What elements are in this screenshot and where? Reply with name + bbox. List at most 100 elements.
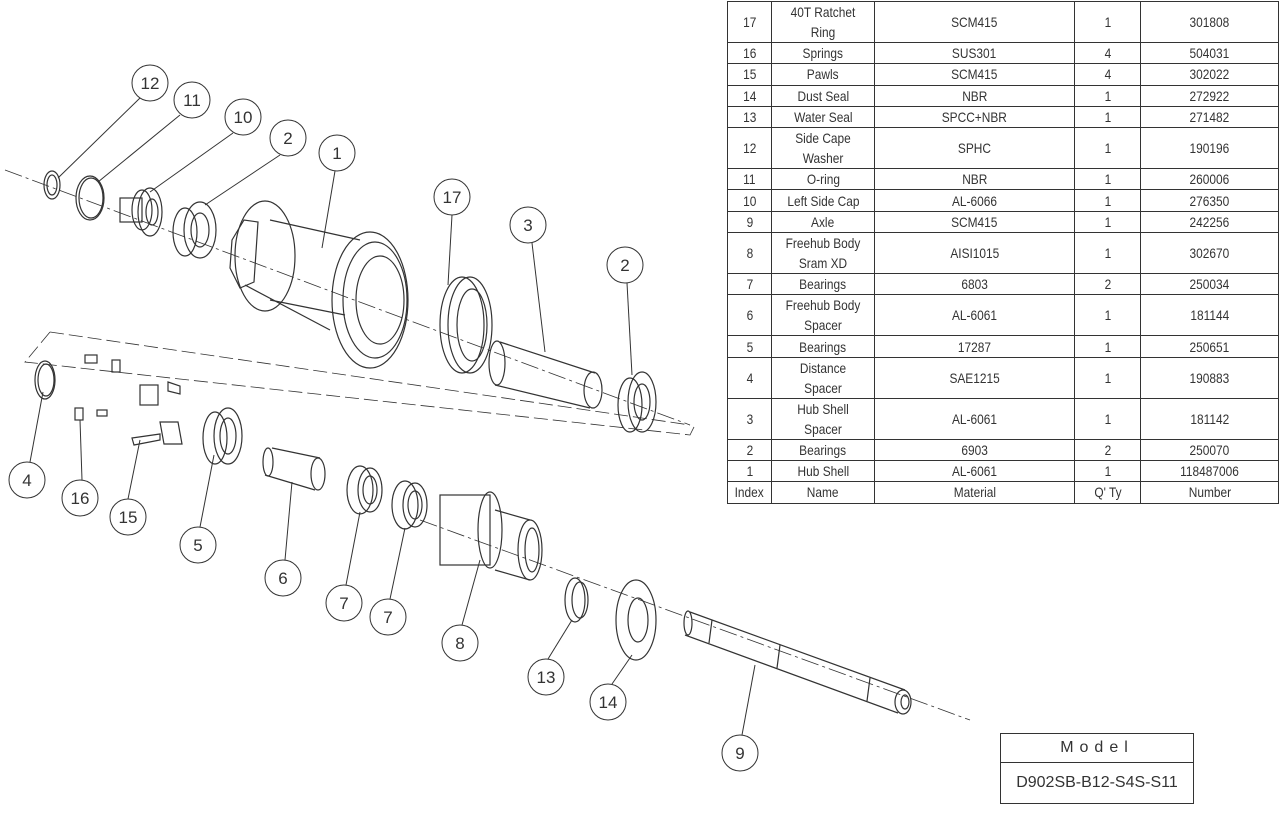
cell-text: 302022 (1189, 66, 1230, 83)
table-cell: SPCC+NBR (874, 105, 1075, 129)
cell-text: 190196 (1189, 140, 1230, 157)
cell-text: 40T Ratchet Ring (790, 4, 856, 40)
table-cell: 4 (727, 356, 772, 399)
pawls-part (131, 381, 183, 446)
cell-text: Freehub Body Spacer (785, 297, 861, 334)
table-cell: 6803 (874, 273, 1075, 296)
table-cell: Material (874, 481, 1075, 504)
table-cell: 504031 (1140, 41, 1279, 65)
cell-text: SCM415 (951, 14, 998, 30)
cell-text: Pawls (807, 66, 839, 83)
cell-text: 301808 (1189, 14, 1230, 30)
svg-text:10: 10 (234, 108, 253, 127)
table-cell: Pawls (771, 63, 875, 86)
table-row: 9 Axle SCM415 1 242256 (727, 210, 1279, 234)
table-cell: 2 (727, 438, 772, 461)
cell-text: 250651 (1189, 338, 1230, 355)
cell-text: Water Seal (793, 109, 853, 126)
table-cell: AL-6061 (874, 459, 1075, 483)
cell-text: AISI1015 (950, 245, 999, 262)
cell-text: NBR (961, 171, 988, 188)
cell-text: 12 (742, 140, 757, 157)
cell-text: 15 (742, 66, 757, 83)
cell-text: SAE1215 (949, 369, 1000, 386)
table-cell: AISI1015 (874, 232, 1075, 275)
cell-text: 1 (1104, 213, 1111, 230)
table-cell: 6903 (874, 438, 1075, 461)
table-cell: 1 (1074, 1, 1141, 43)
svg-text:17: 17 (443, 188, 462, 207)
table-cell: 250651 (1140, 335, 1279, 358)
cell-text: Axle (811, 213, 835, 230)
table-cell: SCM415 (874, 210, 1075, 234)
table-cell: Hub Shell Spacer (771, 397, 875, 440)
cell-text: Number (1188, 484, 1231, 501)
svg-text:2: 2 (283, 129, 292, 148)
cell-text: 1 (746, 463, 753, 480)
table-cell: 1 (727, 459, 772, 483)
cell-text: 5 (746, 338, 753, 355)
table-cell: SCM415 (874, 63, 1075, 86)
bearing-right-part (617, 371, 657, 433)
table-cell: 190883 (1140, 356, 1279, 399)
table-cell: 1 (1074, 459, 1141, 483)
table-cell: NBR (874, 168, 1075, 191)
cell-text: Hub Shell Spacer (797, 400, 849, 437)
table-cell: 271482 (1140, 105, 1279, 129)
svg-text:16: 16 (71, 489, 90, 508)
table-cell: 1 (1074, 232, 1141, 275)
cell-text: 3 (746, 410, 753, 427)
callout-3: 3 (509, 206, 547, 244)
hub-shell-part (229, 200, 409, 369)
cell-text: 4 (1104, 45, 1111, 62)
table-cell: 260006 (1140, 168, 1279, 191)
cell-text: 11 (743, 171, 756, 188)
table-cell: 1 (1074, 356, 1141, 399)
cell-text: NBR (961, 87, 988, 104)
side-cape-washer-part (43, 170, 61, 200)
cell-text: 1 (1104, 410, 1111, 427)
table-cell: Side Cape Washer (771, 127, 875, 170)
left-side-cap-part (119, 187, 163, 237)
cell-text: 1 (1104, 140, 1111, 157)
lower-axis-line (419, 519, 971, 721)
cell-text: 2 (746, 441, 753, 458)
bearing-5-part (202, 407, 243, 465)
cell-text: 504031 (1189, 45, 1230, 62)
water-seal-part (564, 577, 589, 623)
cell-text: 1 (1104, 192, 1111, 209)
svg-text:3: 3 (523, 216, 532, 235)
cell-text: 8 (746, 245, 753, 262)
cell-text: 9 (746, 213, 753, 230)
cell-text: 118487006 (1180, 463, 1239, 480)
cell-text: Material (953, 484, 996, 501)
table-cell: 13 (727, 105, 772, 129)
cell-text: Bearings (799, 276, 847, 293)
table-cell: Dust Seal (771, 84, 875, 107)
table-cell: 2 (1074, 438, 1141, 461)
callout-9: 9 (721, 734, 759, 772)
cell-text: 4 (746, 369, 753, 386)
cell-text: Distance Spacer (799, 359, 847, 396)
model-value: D902SB-B12-S4S-S11 (1016, 774, 1178, 791)
table-cell: 5 (727, 335, 772, 358)
svg-text:5: 5 (193, 536, 202, 555)
cell-text: 1 (1104, 463, 1111, 480)
callout-16: 16 (61, 479, 99, 517)
table-cell: 15 (727, 63, 772, 86)
svg-text:7: 7 (383, 608, 392, 627)
svg-text:11: 11 (183, 91, 201, 110)
model-box: Model D902SB-B12-S4S-S11 (1000, 733, 1194, 804)
table-cell: 1 (1074, 335, 1141, 358)
table-cell: AL-6066 (874, 189, 1075, 212)
table-cell: 242256 (1140, 210, 1279, 234)
cell-text: 16 (742, 45, 757, 62)
o-ring-part (75, 175, 105, 221)
svg-text:1: 1 (332, 144, 341, 163)
